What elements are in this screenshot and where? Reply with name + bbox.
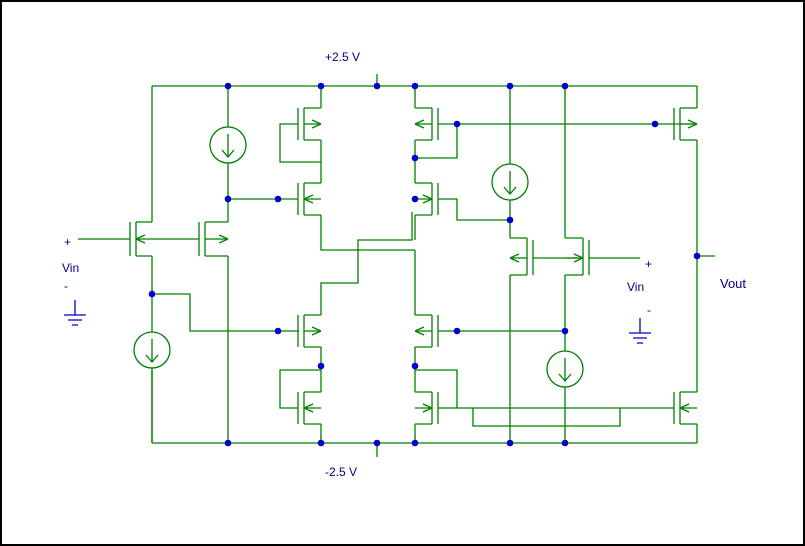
- nmos-input-right: [414, 250, 565, 366]
- left-input-transistor: [78, 220, 153, 294]
- pmos-cascode-right: [414, 165, 510, 240]
- right-input-transistor-left: [509, 237, 579, 443]
- label-vin-left: Vin: [62, 261, 79, 275]
- label-vminus: -2.5 V: [325, 465, 357, 479]
- label-vplus: +2.5 V: [325, 50, 360, 64]
- output-pmos: [673, 86, 698, 256]
- left-follower-transistor: [152, 221, 229, 443]
- nmos-input-left: [297, 212, 413, 366]
- current-source-top-left: [209, 86, 247, 222]
- label-vin-right: Vin: [627, 280, 644, 294]
- label-vout: Vout: [720, 276, 746, 291]
- nmos-mirror-right: [414, 366, 621, 443]
- bottom-rail: [151, 370, 697, 457]
- ground-icon-left: [64, 300, 86, 326]
- current-source-top-right: [491, 86, 529, 238]
- label-vin-left-plus: +: [64, 235, 71, 249]
- pmos-mirror-left: [279, 86, 322, 165]
- right-input-transistor-right: [565, 237, 640, 276]
- label-vin-right-minus: -: [647, 303, 651, 317]
- nmos-mirror-left: [279, 366, 322, 443]
- label-vin-right-plus: +: [645, 257, 652, 271]
- pmos-cascode-left: [228, 165, 415, 251]
- top-rail: [151, 74, 697, 220]
- current-source-bottom-right: [546, 86, 584, 443]
- junction-nodes: [148, 82, 701, 447]
- output-nmos: [620, 256, 698, 443]
- label-vin-left-minus: -: [64, 279, 68, 293]
- current-source-bottom-left: [133, 293, 299, 443]
- ground-icon-right: [629, 318, 651, 344]
